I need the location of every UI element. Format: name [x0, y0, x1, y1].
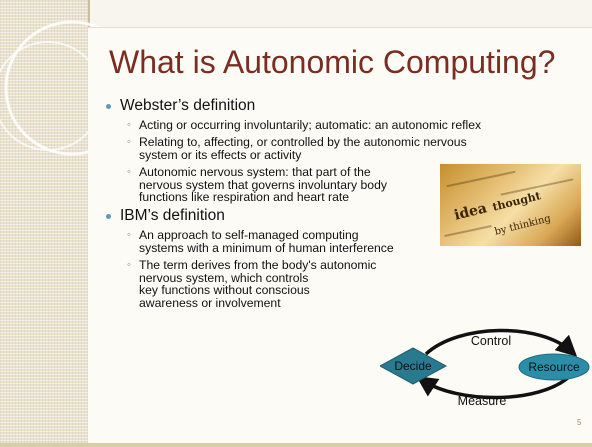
- measure-label: Measure: [458, 394, 507, 408]
- bottom-accent-bar: [0, 443, 592, 447]
- sub-bullet-ibm-2: ◦ The term derives from the body's auton…: [127, 258, 439, 310]
- resource-label: Resource: [528, 360, 580, 374]
- sub-bullet-webster-3: ◦ Autonomic nervous system: that part of…: [127, 165, 439, 204]
- photo-word: thought: [491, 189, 543, 214]
- sub-bullet-line: systems with a minimum of human interfer…: [139, 240, 394, 255]
- measure-arrow: [416, 374, 572, 400]
- sub-bullet-line: Acting or occurring involuntarily; autom…: [139, 118, 482, 132]
- sub-bullet-line: system or its effects or activity: [139, 147, 302, 162]
- sub-bullet-mark: ◦: [127, 119, 131, 131]
- bullet-webster: Webster’s definition: [106, 97, 256, 115]
- bullet-label: Webster’s definition: [120, 97, 256, 114]
- control-loop-diagram: Decide Resource Control Measure: [380, 328, 590, 408]
- photo-text-line: [446, 170, 516, 188]
- decorative-side-strip: [0, 0, 88, 447]
- photo-word: by thinking: [493, 213, 552, 238]
- sub-bullet-webster-1: ◦ Acting or occurring involuntarily; aut…: [127, 118, 579, 132]
- sub-bullet-mark: ◦: [127, 229, 131, 241]
- sub-bullet-mark: ◦: [127, 136, 131, 148]
- sub-bullet-line: The term derives from the body's autonom…: [139, 258, 377, 272]
- sub-bullet-line: functions like respiration and heart rat…: [139, 190, 350, 204]
- sub-bullet-webster-2: ◦ Relating to, affecting, or controlled …: [127, 135, 579, 162]
- bullet-ibm: IBM’s definition: [106, 207, 225, 225]
- sub-bullet-ibm-1: ◦ An approach to self-managed computing …: [127, 228, 459, 255]
- dictionary-photo: idea thought by thinking: [440, 164, 581, 246]
- resource-ellipse: [518, 353, 590, 381]
- sub-bullet-line: awareness or involvement: [139, 295, 281, 310]
- sub-bullet-line: An approach to self-managed computing: [139, 228, 359, 242]
- control-arrow: [424, 328, 578, 357]
- control-label: Control: [471, 334, 511, 348]
- slide-title: What is Autonomic Computing?: [109, 44, 556, 80]
- bullet-dot-icon: [106, 214, 111, 219]
- decide-label: Decide: [394, 359, 432, 373]
- sub-bullet-line: key functions without conscious: [139, 283, 310, 297]
- sub-bullet-line: Relating to, affecting, or controlled by…: [139, 135, 467, 149]
- bullet-label: IBM’s definition: [120, 207, 225, 224]
- sub-bullet-line: nervous system that governs involuntary …: [139, 177, 387, 192]
- bullet-dot-icon: [106, 104, 111, 109]
- sub-bullet-line: nervous system, which controls: [139, 270, 309, 285]
- decide-diamond: [380, 347, 448, 385]
- sub-bullet-mark: ◦: [127, 259, 131, 271]
- sub-bullet-line: Autonomic nervous system: that part of t…: [139, 165, 371, 179]
- sub-bullet-mark: ◦: [127, 166, 131, 178]
- photo-word: idea: [452, 200, 489, 224]
- photo-text-line: [444, 225, 492, 237]
- page-number: 5: [577, 418, 582, 427]
